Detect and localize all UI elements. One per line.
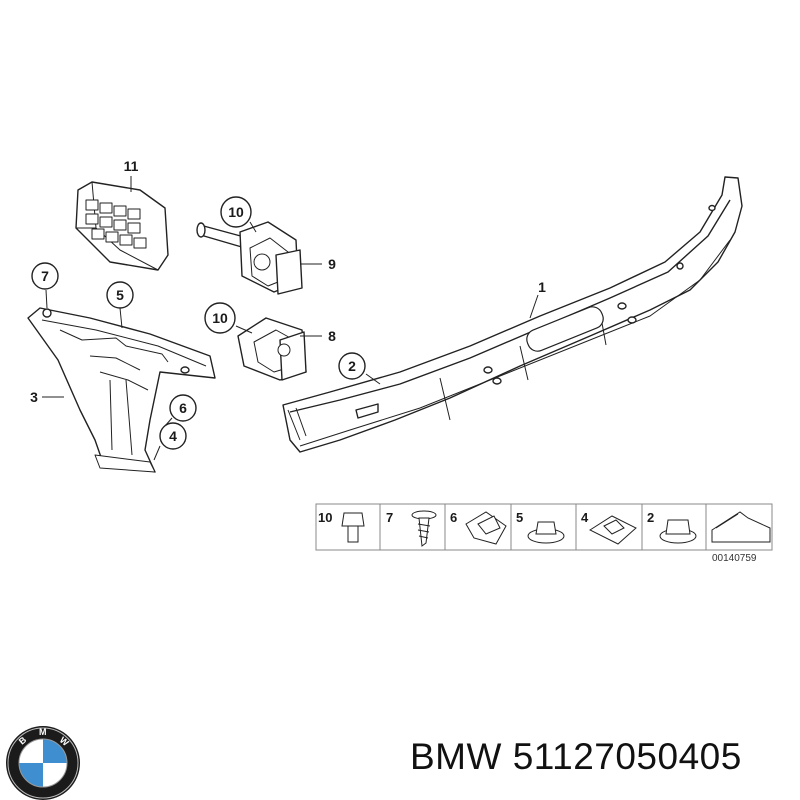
legend-item-nut: 5 xyxy=(516,510,565,544)
callout-6: 6 xyxy=(169,394,197,422)
callout-11: 11 xyxy=(124,158,139,174)
crash-box-part xyxy=(196,221,303,295)
svg-text:6: 6 xyxy=(450,510,457,525)
grille-part xyxy=(75,181,169,271)
svg-text:4: 4 xyxy=(581,510,589,525)
callout-7: 7 xyxy=(31,262,59,290)
svg-text:B: B xyxy=(17,734,29,746)
svg-text:9: 9 xyxy=(328,256,336,272)
callout-10-lower: 10 xyxy=(204,302,236,334)
svg-text:7: 7 xyxy=(41,268,49,284)
diagram-code: 00140759 xyxy=(712,553,757,564)
svg-text:10: 10 xyxy=(318,510,332,525)
bmw-logo: B M W xyxy=(6,726,80,800)
svg-text:4: 4 xyxy=(169,428,177,444)
svg-text:2: 2 xyxy=(647,510,654,525)
callout-1: 1 xyxy=(538,279,546,295)
bumper-carrier-part xyxy=(282,176,743,453)
legend-item-clip-nut: 6 xyxy=(450,510,507,545)
callout-9: 9 xyxy=(328,256,336,272)
svg-text:5: 5 xyxy=(516,510,523,525)
legend-item-cage-nut: 2 xyxy=(647,510,697,544)
direction-arrow-icon xyxy=(711,511,771,543)
svg-text:1: 1 xyxy=(538,279,546,295)
svg-text:10: 10 xyxy=(212,310,228,326)
svg-text:6: 6 xyxy=(179,400,187,416)
svg-text:2: 2 xyxy=(348,358,356,374)
callout-3: 3 xyxy=(30,389,38,405)
callout-10-upper: 10 xyxy=(220,196,252,228)
fastener-legend: 10 7 6 5 4 2 xyxy=(315,503,773,564)
legend-item-clip: 4 xyxy=(581,510,637,545)
svg-text:11: 11 xyxy=(124,158,139,174)
part-number-caption: BMW 51127050405 xyxy=(410,736,742,777)
svg-text:10: 10 xyxy=(228,204,244,220)
svg-text:M: M xyxy=(39,727,47,737)
callout-4: 4 xyxy=(159,422,187,450)
svg-text:3: 3 xyxy=(30,389,38,405)
callout-5: 5 xyxy=(106,281,134,309)
svg-text:7: 7 xyxy=(386,510,393,525)
svg-text:8: 8 xyxy=(328,328,336,344)
mount-bracket-part xyxy=(237,317,307,381)
legend-item-bolt: 10 xyxy=(318,510,365,543)
callout-8: 8 xyxy=(328,328,336,344)
svg-text:5: 5 xyxy=(116,287,124,303)
callout-2: 2 xyxy=(338,352,366,380)
leader-lines xyxy=(42,176,539,461)
legend-item-screw: 7 xyxy=(386,510,437,547)
side-bracket-part xyxy=(27,307,216,473)
